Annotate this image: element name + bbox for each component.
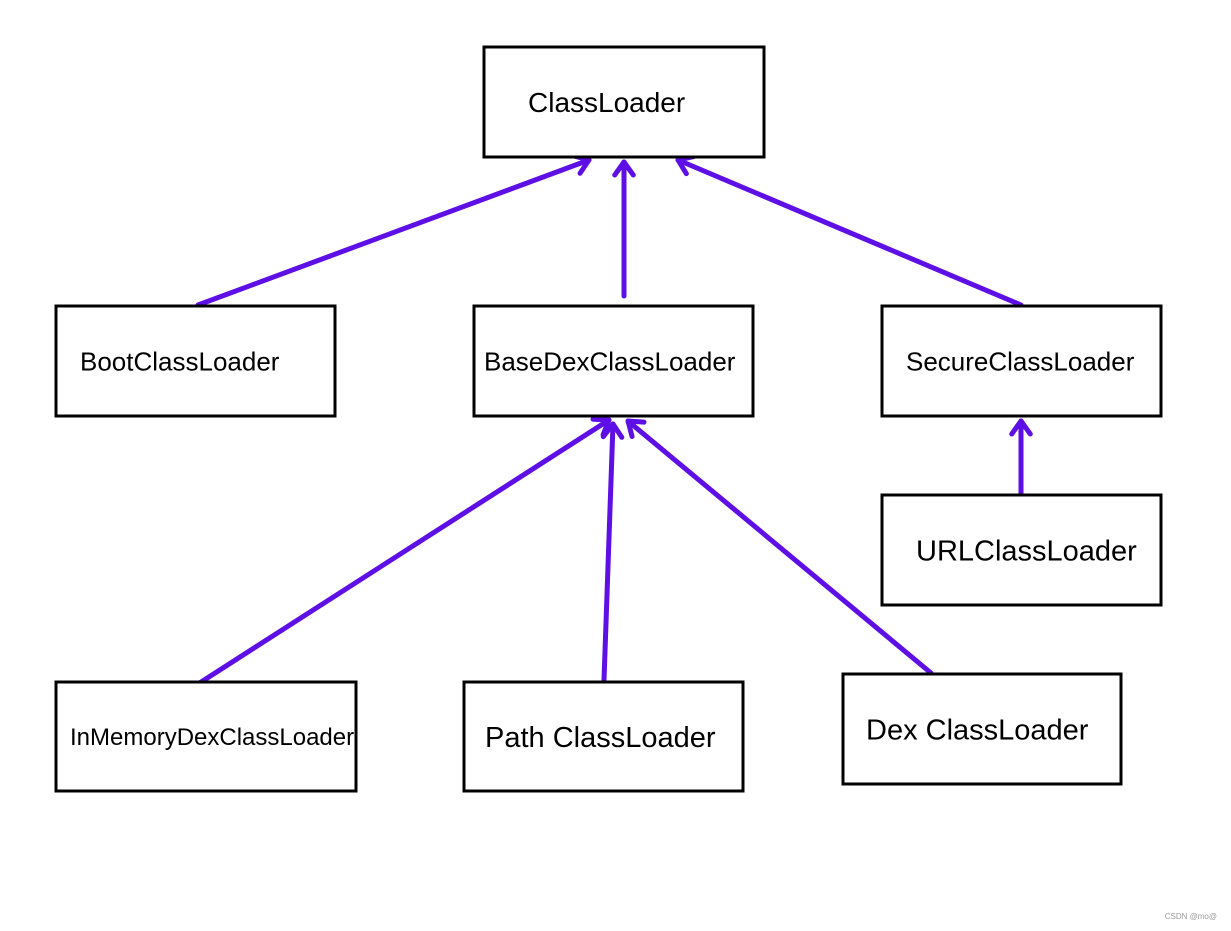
class-label: BootClassLoader: [80, 346, 280, 376]
class-box: [841, 672, 1123, 786]
class-node-bootclassloader: BootClassLoader: [54, 304, 337, 418]
class-node-pathclassloader: Path ClassLoader: [462, 680, 745, 793]
class-box: [54, 680, 358, 793]
arrow-secureclassloader-to-classloader: [675, 154, 1024, 308]
class-label: URLClassLoader: [916, 535, 1137, 567]
class-label: Dex ClassLoader: [866, 714, 1089, 746]
class-node-inmemorydexclassloader: InMemoryDexClassLoader: [54, 680, 358, 793]
class-node-urlclassloader: URLClassLoader: [880, 493, 1163, 607]
class-box: [482, 45, 766, 159]
class-node-secureclassloader: SecureClassLoader: [880, 304, 1163, 418]
class-node-dexclassloader: Dex ClassLoader: [841, 672, 1123, 786]
class-node-classloader: ClassLoader: [482, 45, 766, 159]
class-label: BaseDexClassLoader: [484, 346, 736, 376]
arrowhead-icon: [590, 416, 612, 438]
arrow-shaft: [625, 418, 934, 676]
csdn-watermark: CSDN @mo@: [1164, 912, 1217, 921]
arrow-inmemorydexclassloader-to-basedexclassloader: [195, 416, 612, 687]
class-node-basedexclassloader: BaseDexClassLoader: [472, 304, 755, 418]
class-label: InMemoryDexClassLoader: [70, 724, 354, 751]
arrowhead-icon: [600, 421, 625, 440]
arrow-shaft: [675, 157, 1024, 308]
class-label: SecureClassLoader: [906, 346, 1135, 376]
arrowhead-icon: [612, 159, 636, 178]
arrow-shaft: [195, 417, 612, 687]
arrow-shaft: [601, 421, 616, 683]
class-box: [880, 304, 1163, 418]
class-label: ClassLoader: [528, 87, 685, 118]
arrowhead-icon: [1009, 418, 1033, 437]
arrow-basedexclassloader-to-classloader: [612, 159, 636, 299]
arrow-bootclassloader-to-classloader: [195, 153, 592, 308]
class-box: [54, 304, 337, 418]
class-box: [880, 493, 1163, 607]
arrow-urlclassloader-to-secureclassloader: [1009, 418, 1033, 496]
class-box: [472, 304, 755, 418]
arrow-pathclassloader-to-basedexclassloader: [600, 421, 625, 683]
arrow-shaft: [195, 157, 592, 308]
arrow-dexclassloader-to-basedexclassloader: [625, 418, 934, 676]
class-box: [462, 680, 745, 793]
class-label: Path ClassLoader: [485, 722, 716, 754]
arrowhead-icon: [625, 418, 647, 439]
inheritance-arrows: [195, 153, 1033, 687]
